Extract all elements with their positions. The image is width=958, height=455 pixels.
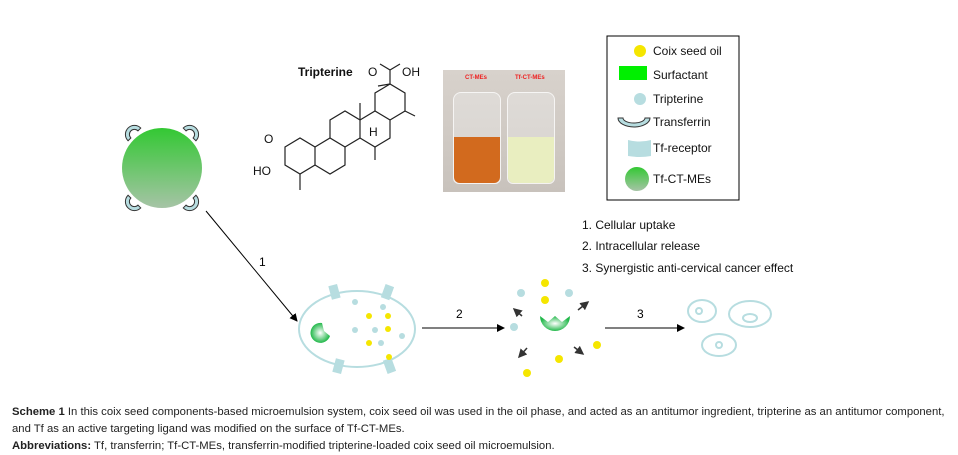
abbreviations: Abbreviations: Tf, transferrin; Tf-CT-ME… — [12, 438, 952, 455]
apoptotic-cells — [687, 299, 772, 357]
arrow-1-label: 1 — [259, 255, 266, 269]
acid-o: O — [368, 65, 377, 79]
arrow-3-label: 3 — [637, 307, 644, 321]
legend-label: Tf-CT-MEs — [653, 172, 711, 186]
scheme-label: Scheme 1 — [12, 406, 65, 418]
surfactant-icon — [619, 66, 647, 80]
hydroxyl-ho: HO — [253, 164, 271, 178]
structure-title: Tripterine — [298, 65, 353, 79]
coix-seed-oil-icon — [634, 45, 646, 57]
transferrin-icon — [617, 117, 651, 128]
step-1: 1. Cellular uptake — [582, 218, 676, 232]
ketone-o: O — [264, 132, 273, 146]
acid-oh: OH — [402, 65, 420, 79]
step-2: 2. Intracellular release — [582, 239, 700, 253]
tf-ct-me-particle — [121, 121, 203, 215]
legend-label: Tripterine — [653, 92, 704, 106]
vial-label: CT-MEs — [465, 75, 488, 81]
legend-label: Surfactant — [653, 68, 708, 82]
tf-receptor-icon — [628, 140, 651, 157]
tripterine-structure — [284, 63, 416, 190]
scheme-text: In this coix seed components-based micro… — [12, 406, 945, 435]
abbreviations-label: Abbreviations: — [12, 440, 92, 452]
arrow-2-label: 2 — [456, 307, 463, 321]
hydrogen-h: H — [369, 125, 378, 139]
abbreviations-text: Tf, transferrin; Tf-CT-MEs, transferrin-… — [94, 440, 555, 452]
scheme-caption: Scheme 1 In this coix seed components-ba… — [12, 404, 952, 438]
vials-photo: CT-MEs Tf-CT-MEs — [443, 70, 565, 192]
arrow-1 — [205, 210, 298, 322]
legend-label: Tf-receptor — [653, 141, 712, 155]
vial-label: Tf-CT-MEs — [515, 75, 545, 81]
legend: Coix seed oil Surfactant Tripterine Tran… — [606, 35, 740, 201]
cell-uptake — [298, 283, 416, 375]
step-3: 3. Synergistic anti-cervical cancer effe… — [582, 261, 794, 275]
tripterine-icon — [634, 93, 646, 105]
legend-label: Coix seed oil — [653, 44, 722, 58]
intracellular-release — [510, 279, 601, 377]
tf-ct-mes-icon — [625, 167, 649, 191]
legend-label: Transferrin — [653, 115, 711, 129]
